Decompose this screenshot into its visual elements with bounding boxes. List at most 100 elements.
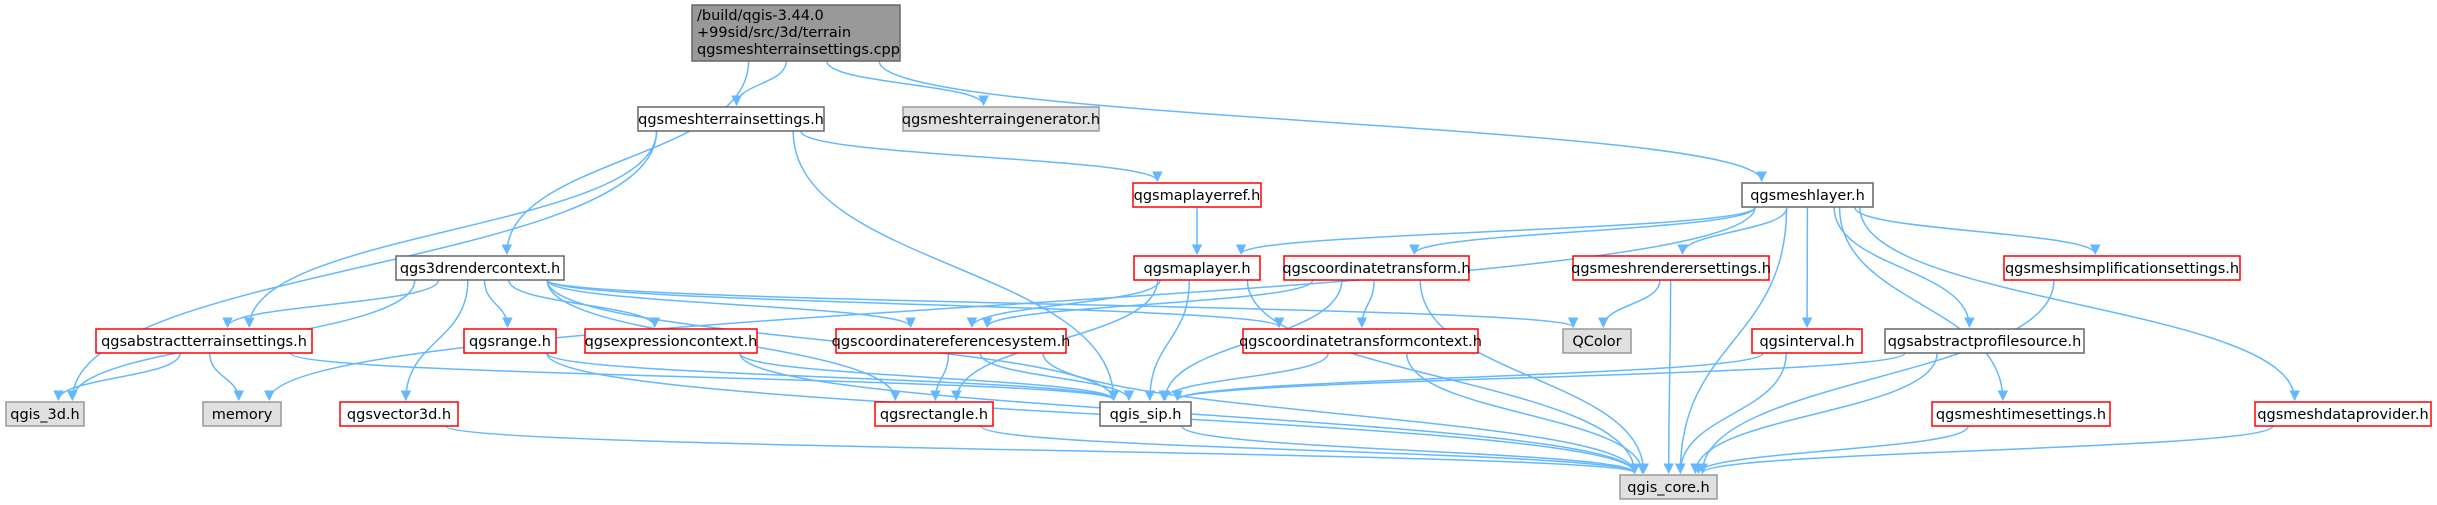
- node-memory: memory: [202, 401, 282, 427]
- edge-qgsrectangle-h-to-qgis-core-h: [980, 425, 1640, 475]
- node-qgis-sip-h[interactable]: qgis_sip.h: [1099, 401, 1192, 427]
- edge-root-to-qgsmeshterrainsettings-h: [731, 60, 787, 107]
- edge-qgsmaplayer-h-to-qgis-sip-h: [1144, 279, 1191, 402]
- node-box: [902, 106, 1100, 132]
- node-label: +99sid/src/3d/terrain: [697, 25, 851, 41]
- node-qgsmeshlayer-h[interactable]: qgsmeshlayer.h: [1741, 182, 1874, 208]
- node-qgsrange-h[interactable]: qgsrange.h: [463, 328, 557, 354]
- edge-qgsmeshlayer-h-to-qgscoordinatetransform-h: [1409, 206, 1756, 256]
- node-qgs3drendercontext-h[interactable]: qgs3drendercontext.h: [395, 255, 565, 281]
- node-qgsexpressioncontext-h[interactable]: qgsexpressioncontext.h: [584, 328, 758, 354]
- node-qgis-3d-h: qgis_3d.h: [5, 401, 85, 427]
- edge-qgsmeshdataprovider-h-to-qgis-core-h: [1697, 425, 2274, 475]
- edge-qgsabstractprofilesource-h-to-qgis-sip-h: [1172, 352, 1906, 402]
- edge-qgsmeshlayer-h-to-qgsmeshsimplificationsettings-h: [1853, 206, 2101, 256]
- node-qgscoordinatetransformcontext-h[interactable]: qgscoordinatetransformcontext.h: [1239, 328, 1482, 354]
- node-box: [5, 401, 85, 427]
- edge-qgscoordinatetransformcontext-h-to-qgis-sip-h: [1158, 352, 1329, 402]
- edge-qgsmeshlayer-h-to-memory: [264, 206, 1756, 402]
- node-label: qgsmaplayer.h: [1143, 261, 1250, 277]
- node-qgscoordinatetransform-h[interactable]: qgscoordinatetransform.h: [1282, 255, 1471, 281]
- node-label: qgsmeshtimesettings.h: [1936, 407, 2106, 423]
- edge-root-to-qgs3drendercontext-h: [501, 60, 750, 256]
- edge-qgsrange-h-to-qgis-sip-h: [546, 352, 1119, 402]
- edge-qgis-sip-h-to-qgis-core-h: [1181, 425, 1640, 475]
- edge-qgscoordinatereferencesystem-h-to-qgis-core-h: [1042, 352, 1640, 475]
- edge-qgs3drendercontext-h-to-qgsabstractterrainsettings-h: [222, 279, 440, 329]
- node-qgsabstractterrainsettings-h[interactable]: qgsabstractterrainsettings.h: [95, 328, 313, 354]
- node-qgsinterval-h[interactable]: qgsinterval.h: [1751, 328, 1863, 354]
- node-box: [2003, 255, 2241, 281]
- node-qgsrectangle-h[interactable]: qgsrectangle.h: [874, 401, 994, 427]
- edge-qgsmeshterrainsettings-h-to-qgsabstractterrainsettings-h: [244, 130, 658, 329]
- node-box: [637, 106, 825, 132]
- node-label: qgsmeshlayer.h: [1750, 188, 1865, 204]
- node-label: qgsmeshterraingenerator.h: [902, 112, 1100, 128]
- edge-qgs3drendercontext-h-to-qgsvector3d-h: [400, 279, 469, 402]
- node-box: [874, 401, 994, 427]
- node-qgsmeshrenderersettings-h[interactable]: qgsmeshrenderersettings.h: [1571, 255, 1771, 281]
- node-qgsmaplayer-h[interactable]: qgsmaplayer.h: [1133, 255, 1261, 281]
- node-label: qgsrectangle.h: [880, 407, 988, 423]
- edge-layer: [53, 60, 2300, 475]
- node-label: qgsrange.h: [469, 334, 551, 350]
- node-box: [1283, 255, 1470, 281]
- node-label: qgsmeshrenderersettings.h: [1571, 261, 1771, 277]
- node-label: qgsmaplayerref.h: [1134, 188, 1261, 204]
- node-box: [463, 328, 557, 354]
- edge-qgsmeshsimplificationsettings-h-to-qgis-core-h: [1697, 279, 2055, 475]
- edge-qgsvector3d-h-to-qgis-core-h: [445, 425, 1640, 475]
- node-qgsmeshtimesettings-h[interactable]: qgsmeshtimesettings.h: [1931, 401, 2111, 427]
- edge-qgsmeshterrainsettings-h-to-qgis-3d-h: [67, 130, 658, 402]
- node-box: [2254, 401, 2432, 427]
- node-qgsabstractprofilesource-h[interactable]: qgsabstractprofilesource.h: [1884, 328, 2085, 354]
- node-box: [1741, 182, 1874, 208]
- node-qgsmaplayerref-h[interactable]: qgsmaplayerref.h: [1132, 182, 1262, 208]
- edge-qgsabstractterrainsettings-h-to-qgis-3d-h: [53, 352, 181, 402]
- node-label: qgscoordinatereferencesystem.h: [832, 334, 1071, 350]
- node-label: /build/qgis-3.44.0: [697, 8, 824, 24]
- node-box: [1242, 328, 1479, 354]
- node-label: qgsmeshsimplificationsettings.h: [2005, 261, 2239, 277]
- edge-qgsrange-h-to-qgis-core-h: [546, 352, 1640, 475]
- node-box: [395, 255, 565, 281]
- node-box: [1562, 328, 1632, 354]
- node-box: [1132, 182, 1262, 208]
- edge-qgsinterval-h-to-qgis-core-h: [1675, 352, 1787, 475]
- node-qgsvector3d-h[interactable]: qgsvector3d.h: [339, 401, 459, 427]
- node-qgscoordinatereferencesystem-h[interactable]: qgscoordinatereferencesystem.h: [832, 328, 1071, 354]
- node-box: [691, 4, 901, 62]
- edge-qgsmaplayer-h-to-qgscoordinatereferencesystem-h: [966, 279, 1161, 329]
- edge-qgsmaplayer-h-to-qgis-core-h: [1246, 279, 1640, 475]
- edge-qgsabstractterrainsettings-h-to-qgis-sip-h: [289, 352, 1119, 402]
- edge-qgscoordinatereferencesystem-h-to-qgsrectangle-h: [930, 352, 950, 402]
- edge-qgsmeshlayer-h-to-qgsmeshdataprovider-h: [1859, 206, 2300, 402]
- edge-qgscoordinatetransform-h-to-qgscoordinatetransformcontext-h: [1356, 279, 1375, 329]
- edge-qgsexpressioncontext-h-to-qgis-sip-h: [739, 352, 1119, 402]
- edge-qgsmeshlayer-h-to-qgsabstractprofilesource-h: [1833, 206, 1975, 329]
- node-label: qgscoordinatetransformcontext.h: [1239, 334, 1482, 350]
- node-box: [1931, 401, 2111, 427]
- node-label: memory: [212, 407, 273, 423]
- node-qgsmeshterraingenerator-h: qgsmeshterraingenerator.h: [902, 106, 1100, 132]
- edge-qgs3drendercontext-h-to-qgscoordinatetransformcontext-h: [546, 279, 1285, 329]
- node-box: [1619, 474, 1718, 500]
- node-box: [1751, 328, 1863, 354]
- node-label: qgis_core.h: [1627, 480, 1709, 496]
- node-qgsmeshsimplificationsettings-h[interactable]: qgsmeshsimplificationsettings.h: [2003, 255, 2241, 281]
- node-box: [584, 328, 758, 354]
- edge-qgsmeshrenderersettings-h-to-qgis-core-h: [1663, 279, 1674, 475]
- node-label: qgsabstractterrainsettings.h: [101, 334, 307, 350]
- node-box: [1099, 401, 1192, 427]
- node-label: qgsvector3d.h: [347, 407, 451, 423]
- edge-qgs3drendercontext-h-to-qgscoordinatereferencesystem-h: [546, 279, 916, 329]
- node-root[interactable]: /build/qgis-3.44.0+99sid/src/3d/terrainq…: [691, 4, 901, 62]
- node-label: QColor: [1572, 334, 1621, 350]
- edge-qgscoordinatetransform-h-to-qgscoordinatereferencesystem-h: [982, 279, 1314, 329]
- edge-qgs3drendercontext-h-to-qcolor: [546, 279, 1579, 329]
- node-label: qgsmeshdataprovider.h: [2257, 407, 2428, 423]
- edge-qgsmeshlayer-h-to-qgsmaplayer-h: [1236, 206, 1756, 256]
- node-box: [835, 328, 1067, 354]
- node-qgsmeshterrainsettings-h[interactable]: qgsmeshterrainsettings.h: [637, 106, 825, 132]
- node-qgsmeshdataprovider-h[interactable]: qgsmeshdataprovider.h: [2254, 401, 2432, 427]
